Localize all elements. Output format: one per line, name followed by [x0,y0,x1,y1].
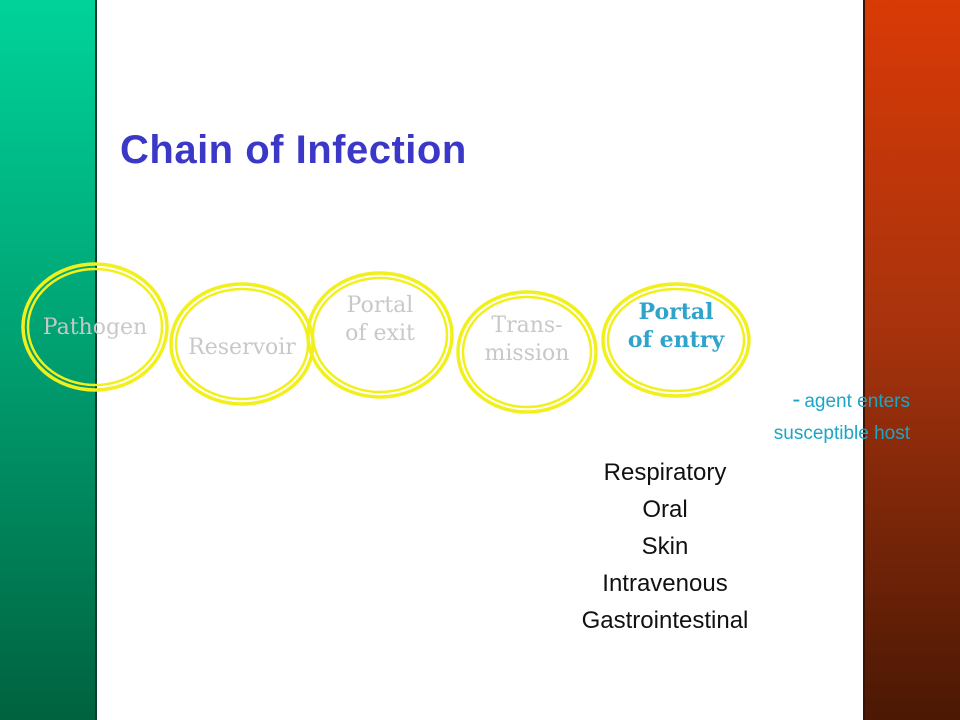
chain-link-ring [21,262,169,392]
chain-link-ring [306,271,454,399]
page-title: Chain of Infection [120,128,467,172]
chain-link-ring [26,267,164,387]
chain-link-label: Pathogen [43,315,147,340]
description-line-2: susceptible host [773,423,910,444]
right-decorative-bar [863,0,960,720]
chain-link-ring [456,290,598,414]
portal-of-entry-description: -agent enters susceptible host [774,384,910,450]
description-text-1: agent enters [804,391,910,412]
route-item: Intravenous [602,570,728,597]
route-item: Skin [641,533,689,560]
left-decorative-bar [0,0,97,720]
route-item: Respiratory [603,459,727,486]
route-item: Gastrointestinal [581,607,749,634]
chain-link-ring [461,295,593,409]
description-line-1: -agent enters [774,384,910,418]
description-dash: - [792,386,801,413]
route-item: Oral [642,496,688,523]
entry-routes-list: Respiratory Oral Skin Intravenous Gastro… [545,454,785,639]
chain-link-ring [606,287,746,393]
chain-link-label: Reservoir [188,335,296,360]
chain-link-ring [601,282,751,398]
chain-link-label: Trans-mission [485,313,570,366]
chain-link-ring [311,276,449,394]
